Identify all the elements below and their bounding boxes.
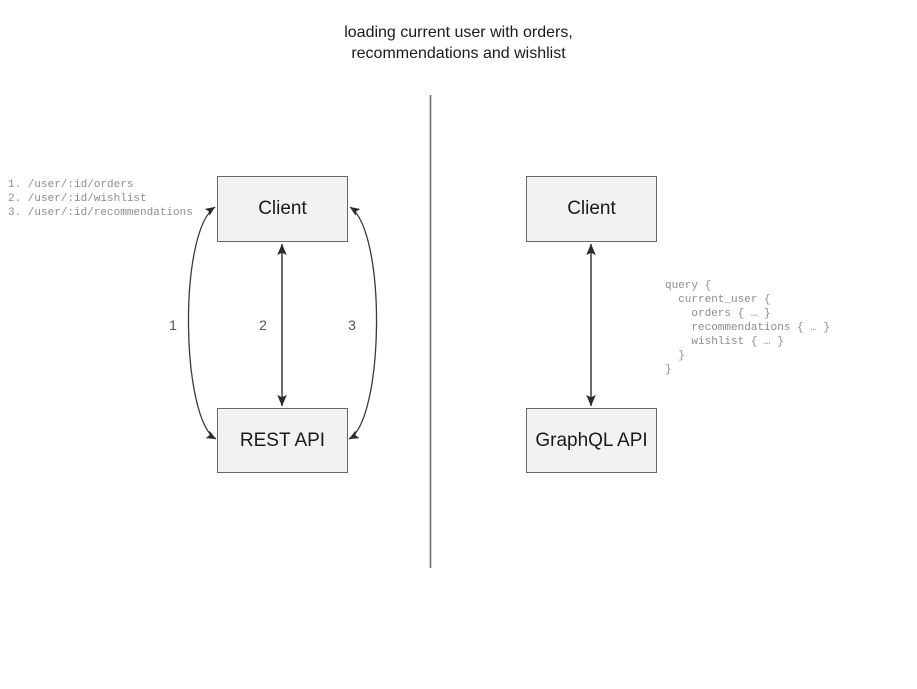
graphql-query-block: query { current_user { orders { … } reco… <box>665 280 831 376</box>
graphql-client-node: Client <box>526 176 657 242</box>
rest-edge-1-curve <box>187 206 217 440</box>
rest-api-node: REST API <box>217 408 348 473</box>
rest-endpoint-list: 1. /user/:id/orders 2. /user/:id/wishlis… <box>8 179 193 219</box>
graphql-api-node: GraphQL API <box>526 408 657 473</box>
rest-client-node: Client <box>217 176 348 242</box>
edge-label-1: 1 <box>169 317 177 333</box>
edge-label-2: 2 <box>259 317 267 333</box>
edge-label-3: 3 <box>348 317 356 333</box>
page-title: loading current user with orders, recomm… <box>344 24 573 62</box>
